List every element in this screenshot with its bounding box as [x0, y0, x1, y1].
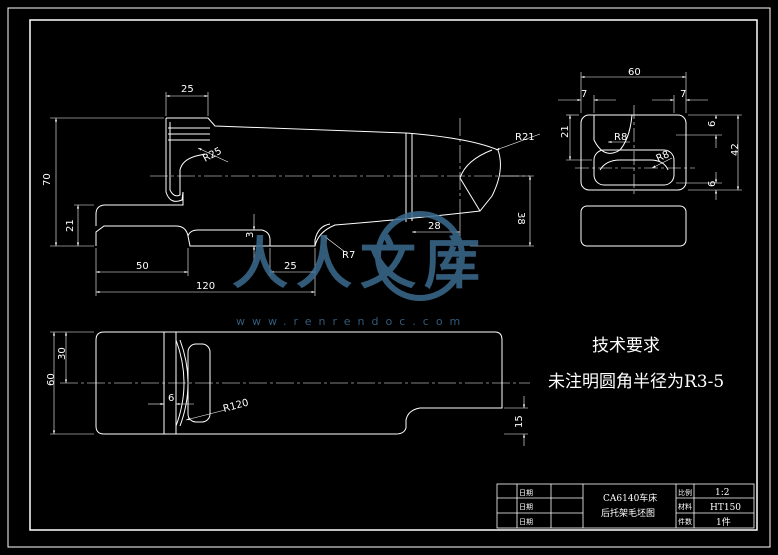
watermark-brand: 人人文库: [232, 232, 488, 297]
dim-text: R25: [201, 146, 224, 165]
dim-text: 120: [196, 281, 215, 292]
drawing-name-line2: 后托架毛坯图: [601, 507, 655, 519]
top-dim-texts: 60 30 6 R120 15: [46, 347, 525, 428]
dim-text: R21: [515, 132, 535, 143]
watermark-logo-ring: [375, 211, 465, 301]
side-dim-texts: 60 7 7 R8 R8 21 42 6 6: [560, 67, 741, 187]
dim-text: 25: [181, 84, 194, 95]
dim-text: R7: [342, 250, 355, 261]
dim-text: 7: [581, 89, 587, 100]
material-label: 材料: [678, 502, 692, 511]
title-block-text: 日期 日期 日期 CA6140车床 后托架毛坯图 比例 1:2 材料 HT150…: [519, 488, 741, 528]
title-block: [496, 483, 755, 529]
dim-text: 3: [245, 232, 256, 238]
dim-text: 6: [168, 393, 174, 404]
dim-text: 21: [65, 219, 76, 232]
outer-border: [7, 7, 771, 548]
small-col-label: 日期: [519, 518, 533, 526]
notes-line: 未注明圆角半径为R3-5: [548, 372, 724, 392]
dim-text: 6: [707, 181, 718, 187]
scale-value: 1:2: [715, 488, 729, 498]
dim-text: 70: [42, 173, 53, 186]
small-col-label: 日期: [519, 503, 533, 511]
small-col-label: 日期: [519, 489, 533, 497]
material-value: HT150: [710, 503, 741, 513]
dim-text: 60: [46, 373, 57, 386]
dim-text: R8: [655, 149, 672, 165]
drawing-name-line1: CA6140车床: [603, 492, 657, 504]
dim-text: 7: [680, 89, 686, 100]
side-view: [580, 114, 687, 247]
front-centerlines: [150, 118, 530, 200]
watermark: 人人文库 www.renrendoc.com: [232, 211, 488, 328]
dim-text: 38: [515, 212, 526, 225]
dim-text: 30: [57, 347, 68, 360]
dim-text: 15: [514, 415, 525, 428]
inner-border: [29, 19, 758, 531]
dim-text: 60: [628, 67, 641, 78]
dim-text: 6: [707, 121, 718, 127]
dim-text: 42: [730, 143, 741, 156]
watermark-url: www.renrendoc.com: [236, 315, 467, 328]
dim-text: 28: [428, 221, 441, 232]
quantity-value: 1件: [716, 516, 731, 528]
scale-label: 比例: [678, 488, 692, 497]
dim-text: 21: [560, 125, 571, 138]
dim-text: R120: [222, 398, 250, 415]
dim-text: 50: [136, 261, 149, 272]
top-dimensions: [50, 331, 528, 446]
dim-text: 25: [284, 261, 297, 272]
front-dim-texts: 25 R25 R21 70 21 50 120 25 R7 28 38 3: [42, 84, 535, 292]
quantity-label: 件数: [678, 517, 692, 526]
side-dimensions: [558, 72, 742, 200]
side-centerlines: [575, 105, 695, 195]
notes-heading: 技术要求: [592, 336, 660, 356]
front-view: [95, 117, 501, 247]
front-dimensions: [50, 92, 541, 296]
dim-text: R8: [614, 132, 627, 143]
